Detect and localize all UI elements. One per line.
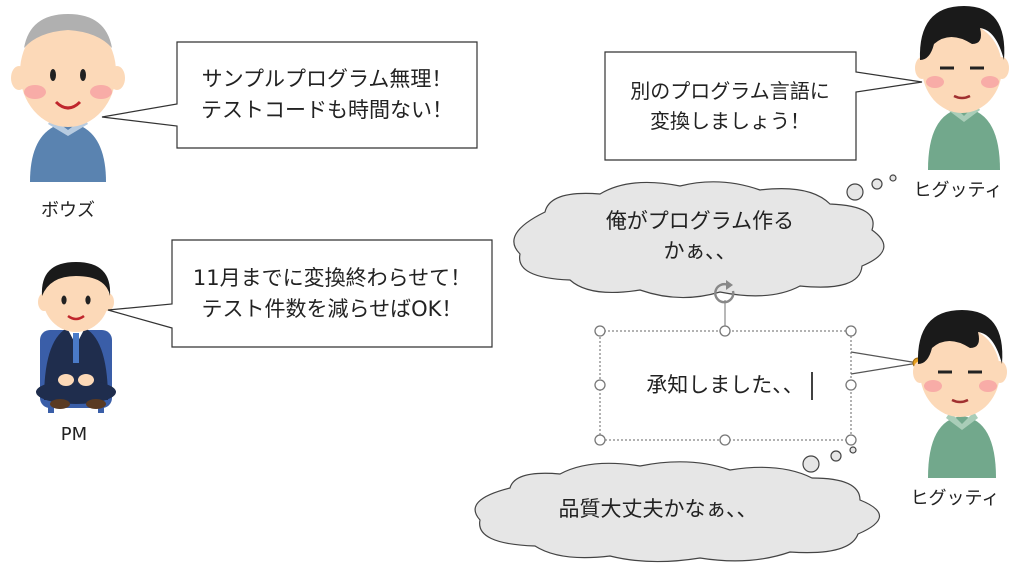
higgy-line-2: 変換しましょう！ <box>650 109 810 133</box>
top-thought-line-1: 俺がプログラム作る <box>606 209 794 233</box>
higgy-bottom-character <box>913 310 1007 478</box>
pm-label: PM <box>61 424 87 445</box>
selection-handle-right[interactable] <box>845 379 857 391</box>
selection-handle-bottom-right[interactable] <box>845 434 857 446</box>
higgy-speech-bubble <box>604 51 923 161</box>
rotate-icon[interactable] <box>714 280 735 304</box>
top-thought-cloud <box>513 174 897 299</box>
reply-text-box[interactable] <box>599 300 919 441</box>
selection-handle-top[interactable] <box>719 325 731 337</box>
selection-handle-left[interactable] <box>594 379 606 391</box>
boss-line-1: サンプルプログラム無理！ <box>202 67 453 91</box>
selection-handle-bottom-left[interactable] <box>594 434 606 446</box>
pm-line-2: テスト件数を減らせばOK！ <box>202 297 463 321</box>
pm-line-1: 11月までに変換終わらせて！ <box>193 266 471 290</box>
higgy-bottom-label: ヒグッティ <box>911 488 1000 509</box>
bottom-thought-text: 品質大丈夫かなぁ、、 <box>558 497 757 521</box>
selection-handle-top-left[interactable] <box>594 325 606 337</box>
higgy-top-label: ヒグッティ <box>914 180 1003 201</box>
boss-character <box>11 14 125 182</box>
selection-handle-bottom[interactable] <box>719 434 731 446</box>
boss-label: ボウズ <box>41 200 95 221</box>
boss-speech-bubble <box>101 41 478 149</box>
pm-character <box>36 262 116 413</box>
selection-handle-top-right[interactable] <box>845 325 857 337</box>
bottom-thought-cloud <box>474 446 880 563</box>
top-thought-line-2: かぁ、、 <box>663 239 736 263</box>
higgy-line-1: 別のプログラム言語に <box>630 79 829 103</box>
boss-line-2: テストコードも時間ない！ <box>201 98 453 122</box>
pm-speech-bubble <box>107 239 493 348</box>
higgy-top-character <box>915 6 1009 170</box>
reply-text[interactable]: 承知しました、、 <box>646 373 804 397</box>
